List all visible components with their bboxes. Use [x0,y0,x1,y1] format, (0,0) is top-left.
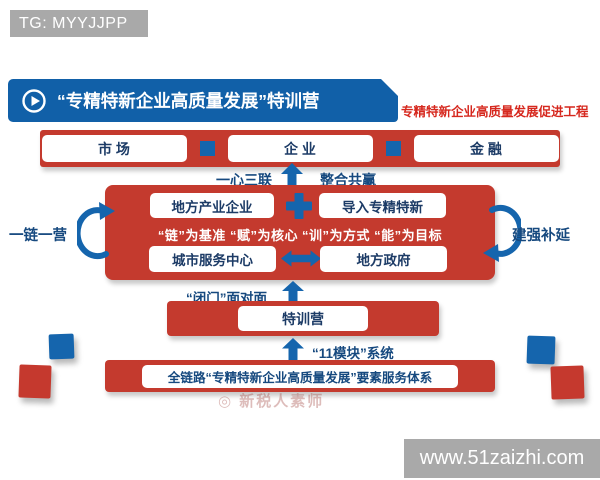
double-arrow-icon [281,250,321,267]
bottom-service-bar: 全链路“专精特新企业高质量发展”要素服务体系 [105,360,495,392]
header-subtitle: 专精特新企业高质量发展促进工程 [401,105,589,119]
tg-watermark-badge: TG: MYYJJPP [10,10,148,37]
core-city-service-center: 城市服务中心 [149,246,276,272]
up-arrow-icon [282,281,304,304]
core-local-government: 地方政府 [320,246,447,272]
sector-market: 市 场 [41,135,187,162]
top-sectors-bar: 市 场 企 业 金 融 [40,130,560,167]
faint-watermark: ◎ 新税人素师 [218,393,325,410]
decor-cube-red-left [18,364,52,399]
site-watermark-badge: www.51zaizhi.com [404,439,600,478]
bottom-service-label: 全链路“专精特新企业高质量发展”要素服务体系 [142,364,458,388]
label-one-chain-one-camp: 一链一营 [9,228,67,244]
sector-enterprise: 企 业 [227,135,373,162]
circular-arrow-left-icon [77,202,115,262]
decor-cube-blue-right [526,335,556,365]
connector-square-icon [199,141,215,156]
play-icon [22,89,46,113]
label-one-heart-three-links: 一心三联 [216,172,272,188]
label-build-strong: 建强补延 [512,228,570,244]
label-eleven-modules: “11模块”系统 [312,346,394,361]
decor-cube-blue-left [48,333,75,360]
core-import-srdi: 导入专精特新 [319,193,446,218]
core-local-industry: 地方产业企业 [150,193,274,218]
up-arrow-icon [282,338,304,362]
plus-icon [286,193,312,219]
up-arrow-icon [281,163,303,189]
title-banner: “专精特新企业高质量发展”特训营 [8,79,398,122]
core-box: 地方产业企业 导入专精特新 “链”为基准 “赋”为核心 “训”为方式 “能”为目… [105,185,495,280]
circular-arrow-right-icon [483,202,521,262]
sector-finance: 金 融 [413,135,559,162]
page-title: “专精特新企业高质量发展”特训营 [57,91,320,111]
decor-cube-red-right [550,365,585,400]
core-slogan: “链”为基准 “赋”为核心 “训”为方式 “能”为目标 [157,228,443,243]
label-integrate-win: 整合共赢 [320,172,376,188]
training-camp-box: 特训营 [238,306,368,331]
training-camp-bar: 特训营 [167,301,439,336]
connector-square-icon [385,141,401,156]
